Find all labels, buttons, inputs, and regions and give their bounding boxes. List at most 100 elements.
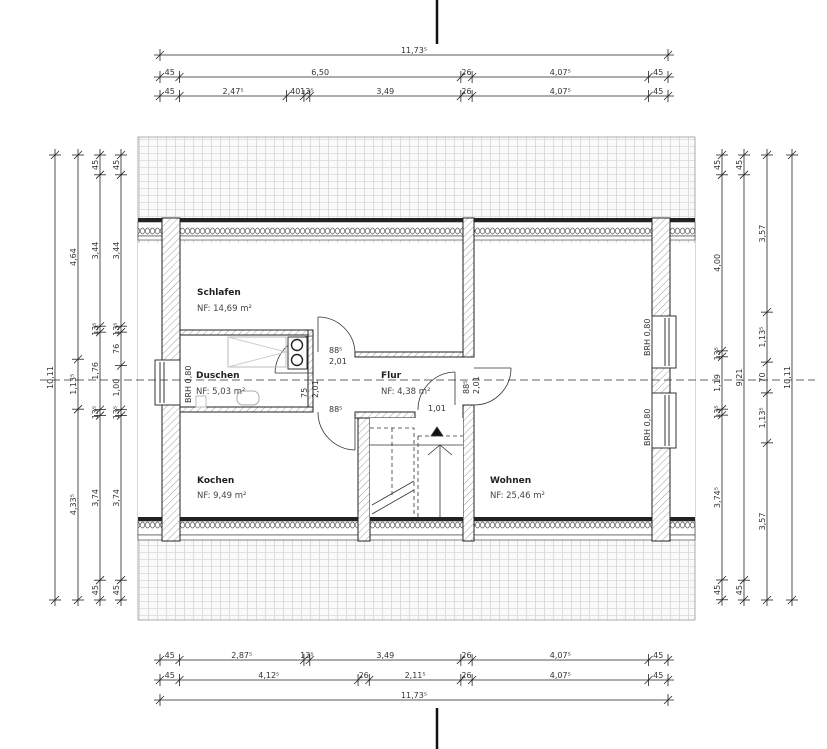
bottom-insulated-wall [137,517,696,541]
window-wohnen-lower [651,392,677,449]
dimension-tick [467,655,477,665]
room-area-kochen: NF: 9,49 m² [197,491,246,501]
dimension-label: 45 [165,87,175,96]
dimension-label: 11,73⁵ [401,46,427,55]
wall-duschen-kochen [179,406,314,413]
door-label-schlafen-width: 88⁵ [329,346,342,355]
dimension-label: 45 [112,160,121,170]
right-gable-wall [651,217,671,542]
dimension-tick [155,72,165,82]
dimension-label: 4,12⁵ [258,671,279,680]
dimension-tick [787,595,797,605]
room-name-flur: Flur [381,371,402,381]
dimension-tick [365,675,374,685]
window-wohnen-upper [651,315,677,369]
door-wohnen [473,367,512,406]
dimension-label: 45 [165,68,175,77]
dimension-label: 4,33⁵ [69,494,78,515]
wall-stair-left [357,411,371,542]
dimension-tick [155,675,165,685]
dimension-tick [717,150,727,160]
dimension-tick [155,655,165,665]
dimension-tick [95,595,105,605]
dimension-label: 3,74⁵ [713,487,722,508]
dimension-tick [95,405,105,414]
dimension-tick [116,150,126,160]
dimension-label: 1,13⁵ [69,374,78,395]
dimension-tick [456,675,466,685]
room-name-wohnen: Wohnen [490,476,531,486]
dimension-label: 13⁵ [91,406,100,419]
dimension-tick [116,411,126,420]
dimension-tick [116,321,126,331]
dimension-tick [456,655,466,665]
room-area-duschen: NF: 5,03 m² [196,387,245,397]
dimension-label: 45 [112,585,121,595]
dimension-tick [739,575,749,585]
dimension-tick [762,438,772,448]
dimension-tick [116,575,126,585]
dimension-label: 45 [653,651,663,660]
dimension-tick [663,50,673,60]
dimension-label: 2,87⁵ [231,651,252,660]
room-area-schlafen: NF: 14,69 m² [197,304,252,314]
dimension-label: 40 [290,87,300,96]
dimension-label: 13⁵ [713,405,722,418]
dimension-label: 13⁵ [300,87,313,96]
dimension-tick [663,72,673,82]
dimension-tick [762,388,772,398]
dimension-tick [456,72,466,82]
dimension-tick [762,357,772,367]
dimension-label: 26 [359,671,369,680]
dimension-tick [717,595,727,605]
toilet-icon [195,395,207,408]
dimension-label: 26 [461,87,471,96]
dimension-tick [305,655,315,665]
dimension-tick [739,170,749,180]
dimension-label: 45 [713,585,722,595]
dimension-label: 26 [461,671,471,680]
wall-wohnen-lower [462,404,475,542]
dimension-label: 4,07⁵ [550,671,571,680]
wall-wohnen-upper [462,217,475,358]
window-duschen [154,359,181,406]
dimension-tick [116,361,126,370]
dimension-label: 13⁵ [91,322,100,335]
dimension-tick [50,150,60,160]
dimension-label: 11,73⁵ [401,691,427,700]
dimension-tick [116,170,126,180]
dimension-tick [644,72,653,82]
shower-tray [227,336,288,368]
dimension-label: 4,07⁵ [550,68,571,77]
dimension-label: 10,11 [46,366,55,389]
dimension-tick [739,595,749,605]
door-label-kochen-width: 88⁵ [329,405,342,414]
dimension-label: 13⁵ [112,406,121,419]
dimension-tick [644,91,653,101]
dimension-label: 45 [91,160,100,170]
dimension-tick [456,91,466,101]
dimension-tick [95,575,105,585]
dimension-label: 3,57 [758,513,767,531]
dimension-tick [762,150,772,160]
dimension-tick [175,91,184,101]
dimension-tick [644,655,653,665]
dimension-tick [717,410,727,420]
dimension-tick [155,50,165,60]
dimension-label: 4,07⁵ [550,87,571,96]
dimension-tick [175,72,184,82]
dimension-tick [116,327,126,337]
door-label-wohnen-width: 88⁵ [462,381,471,394]
dimension-tick [175,655,184,665]
dimension-tick [467,675,477,685]
dimension-tick [663,675,673,685]
dimension-label: 45 [653,671,663,680]
door-label-duschen-height: 2,01 [311,380,320,398]
dimension-label: 3,44 [91,242,100,260]
door-label-wohnen-height: 2,01 [472,376,481,394]
dimension-label: 4,64 [69,248,78,266]
dimension-tick [717,404,727,414]
room-name-kochen: Kochen [197,476,234,486]
staircase [370,418,463,517]
dimension-tick [762,307,772,317]
